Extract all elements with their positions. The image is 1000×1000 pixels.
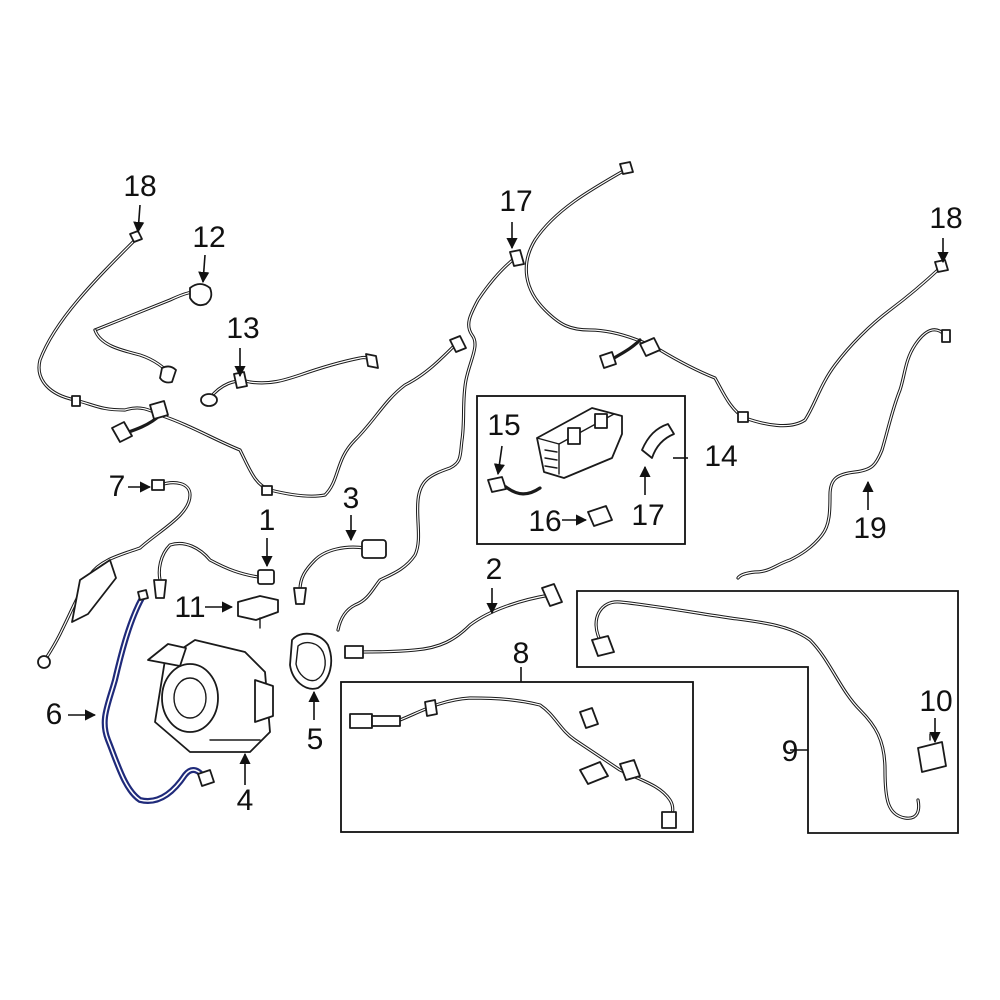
hose-12[interactable] [93, 283, 213, 384]
valve-15[interactable] [487, 476, 542, 496]
callout-10: 10 [919, 685, 952, 718]
sensor-16[interactable] [587, 505, 613, 527]
callout-12: 12 [192, 221, 225, 254]
oxygen-sensor-1[interactable] [153, 541, 275, 599]
inset-box-9 [576, 590, 959, 834]
hose-center-long[interactable] [336, 249, 525, 632]
callout-19: 19 [853, 512, 886, 545]
callout-18-left: 18 [123, 170, 156, 203]
callout-3: 3 [343, 482, 360, 515]
callout-15: 15 [487, 409, 520, 442]
callout-8: 8 [513, 637, 530, 670]
callout-7: 7 [109, 470, 126, 503]
evap-canister-14[interactable] [536, 407, 623, 479]
hose-13[interactable] [200, 353, 379, 407]
vacuum-pump-4[interactable] [147, 639, 274, 753]
hose-17-inset[interactable] [641, 423, 675, 459]
callout-11: 11 [174, 591, 205, 624]
callout-2: 2 [486, 553, 503, 586]
callout-leaders [68, 204, 949, 785]
hose-assembly-left[interactable] [37, 230, 467, 498]
callout-17-top: 17 [499, 185, 532, 218]
harness-8[interactable] [349, 696, 677, 829]
callout-14: 14 [704, 440, 737, 473]
sensor-7-harness[interactable] [37, 479, 192, 669]
hose-6-highlighted[interactable] [101, 589, 215, 804]
callout-13: 13 [226, 312, 259, 345]
oxygen-sensor-3[interactable] [293, 539, 387, 605]
callout-16: 16 [528, 505, 561, 538]
gasket-5[interactable] [289, 632, 332, 690]
callout-4: 4 [237, 784, 254, 817]
inset-box-14 [476, 395, 686, 545]
hose-9[interactable] [591, 600, 921, 820]
oxygen-sensor-2[interactable] [344, 583, 563, 659]
callout-18-right: 18 [929, 202, 962, 235]
sensor-10[interactable] [917, 733, 947, 773]
callout-1: 1 [259, 504, 276, 537]
callout-labels: 18 12 13 17 18 15 14 17 16 19 7 1 3 2 11… [46, 170, 963, 817]
sensor-11[interactable] [237, 595, 279, 629]
callout-6: 6 [46, 698, 63, 731]
callout-9: 9 [782, 735, 799, 768]
inset-box-8 [340, 681, 694, 833]
callout-5: 5 [307, 723, 324, 756]
hose-19[interactable] [736, 328, 951, 580]
hose-assembly-right[interactable] [524, 161, 949, 428]
callout-17-inset: 17 [631, 499, 664, 532]
